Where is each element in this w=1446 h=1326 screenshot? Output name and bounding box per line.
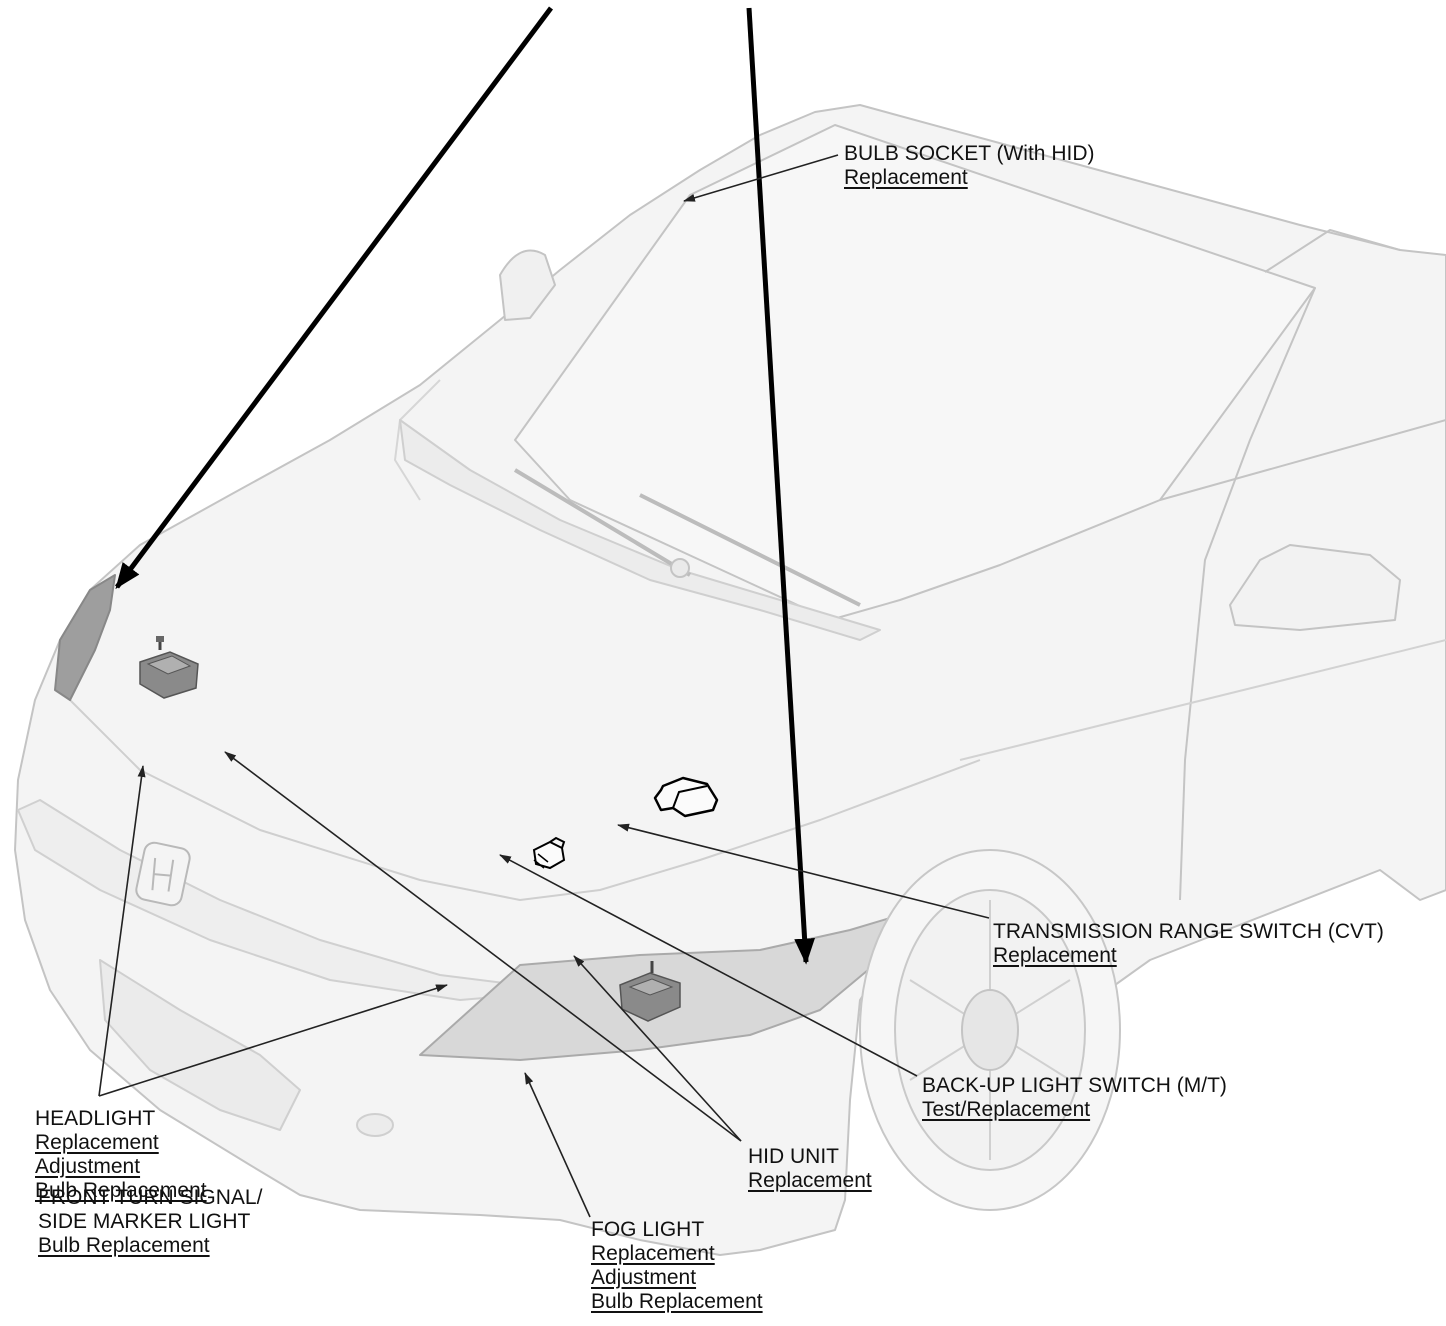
hid-unit-icon [139, 636, 199, 699]
hood-centerline [394, 379, 441, 501]
bulb-socket-replacement-link[interactable]: Replacement [844, 166, 968, 189]
emblem-h [151, 857, 175, 892]
cowl-vent [399, 419, 881, 641]
hid-unit-icon-2 [619, 961, 681, 1022]
headlight-title: HEADLIGHT [35, 1107, 156, 1130]
transmission-replacement-link[interactable]: Replacement [993, 944, 1117, 967]
transmission-switch-icon [653, 776, 719, 818]
leader-lines [98, 154, 990, 1218]
leader-hid-1 [224, 751, 742, 1142]
callout-front-turn-signal: FRONT TURN SIGNAL/ SIDE MARKER LIGHT Bul… [38, 1186, 262, 1258]
leader-transmission [617, 823, 990, 919]
callout-fog-light: FOG LIGHT Replacement Adjustment Bulb Re… [591, 1218, 763, 1314]
leader-bulb-socket [683, 154, 839, 202]
backup-title: BACK-UP LIGHT SWITCH (M/T) [922, 1074, 1227, 1097]
callout-backup-light-switch: BACK-UP LIGHT SWITCH (M/T) Test/Replacem… [922, 1074, 1227, 1122]
turn-signal-bulb-replacement-link[interactable]: Bulb Replacement [38, 1234, 210, 1257]
callout-headlight: HEADLIGHT Replacement Adjustment Bulb Re… [35, 1107, 207, 1203]
hood-edge [69, 699, 981, 901]
backup-switch-icon [532, 836, 566, 870]
fog-light-replacement-link[interactable]: Replacement [591, 1242, 715, 1265]
headlight-bulb-replacement-link[interactable]: Bulb Replacement [35, 1179, 207, 1202]
wiper-left [513, 468, 692, 577]
backup-test-replacement-link[interactable]: Test/Replacement [922, 1098, 1091, 1121]
right-mirror [1229, 544, 1401, 631]
pointer-arrows [114, 6, 815, 965]
hid-unit-replacement-link[interactable]: Replacement [748, 1169, 872, 1192]
wiper-pivot [670, 558, 690, 578]
fog-light-title: FOG LIGHT [591, 1218, 705, 1241]
transmission-title: TRANSMISSION RANGE SWITCH (CVT) [993, 920, 1384, 943]
car-body [14, 104, 1446, 1256]
beltline [1159, 419, 1446, 501]
lower-grille [99, 959, 301, 1131]
roof-edge [1264, 229, 1401, 273]
callout-transmission-range-switch: TRANSMISSION RANGE SWITCH (CVT) Replacem… [993, 920, 1384, 968]
fog-light-left [356, 1113, 394, 1137]
left-headlight-lens [54, 574, 116, 701]
door-line [1179, 287, 1316, 901]
callout-bulb-socket: BULB SOCKET (With HID) Replacement [844, 142, 1094, 190]
wheel-hub [961, 989, 1019, 1071]
leader-headlight-2 [98, 984, 448, 1097]
windshield [514, 124, 1316, 621]
left-mirror [499, 249, 556, 321]
component-icons [139, 636, 719, 1022]
leader-hid-2 [573, 955, 742, 1142]
leader-fog [524, 1072, 591, 1218]
leader-backup [499, 854, 918, 1077]
turn-signal-title-2: SIDE MARKER LIGHT [38, 1210, 251, 1233]
fog-light-bulb-replacement-link[interactable]: Bulb Replacement [591, 1290, 763, 1313]
hid-unit-title: HID UNIT [748, 1145, 839, 1168]
bulb-socket-title: BULB SOCKET (With HID) [844, 142, 1095, 165]
leader-headlight-1 [98, 765, 146, 1097]
pointer-arrow-left [114, 6, 554, 590]
callout-hid-unit: HID UNIT Replacement [748, 1145, 872, 1193]
fog-light-adjustment-link[interactable]: Adjustment [591, 1266, 697, 1289]
wiper-right [639, 493, 861, 607]
side-crease [959, 639, 1446, 761]
headlight-replacement-link[interactable]: Replacement [35, 1131, 159, 1154]
pointer-arrow-right [746, 7, 815, 965]
headlight-adjustment-link[interactable]: Adjustment [35, 1155, 141, 1178]
turn-signal-title: FRONT TURN SIGNAL/ [38, 1186, 263, 1209]
